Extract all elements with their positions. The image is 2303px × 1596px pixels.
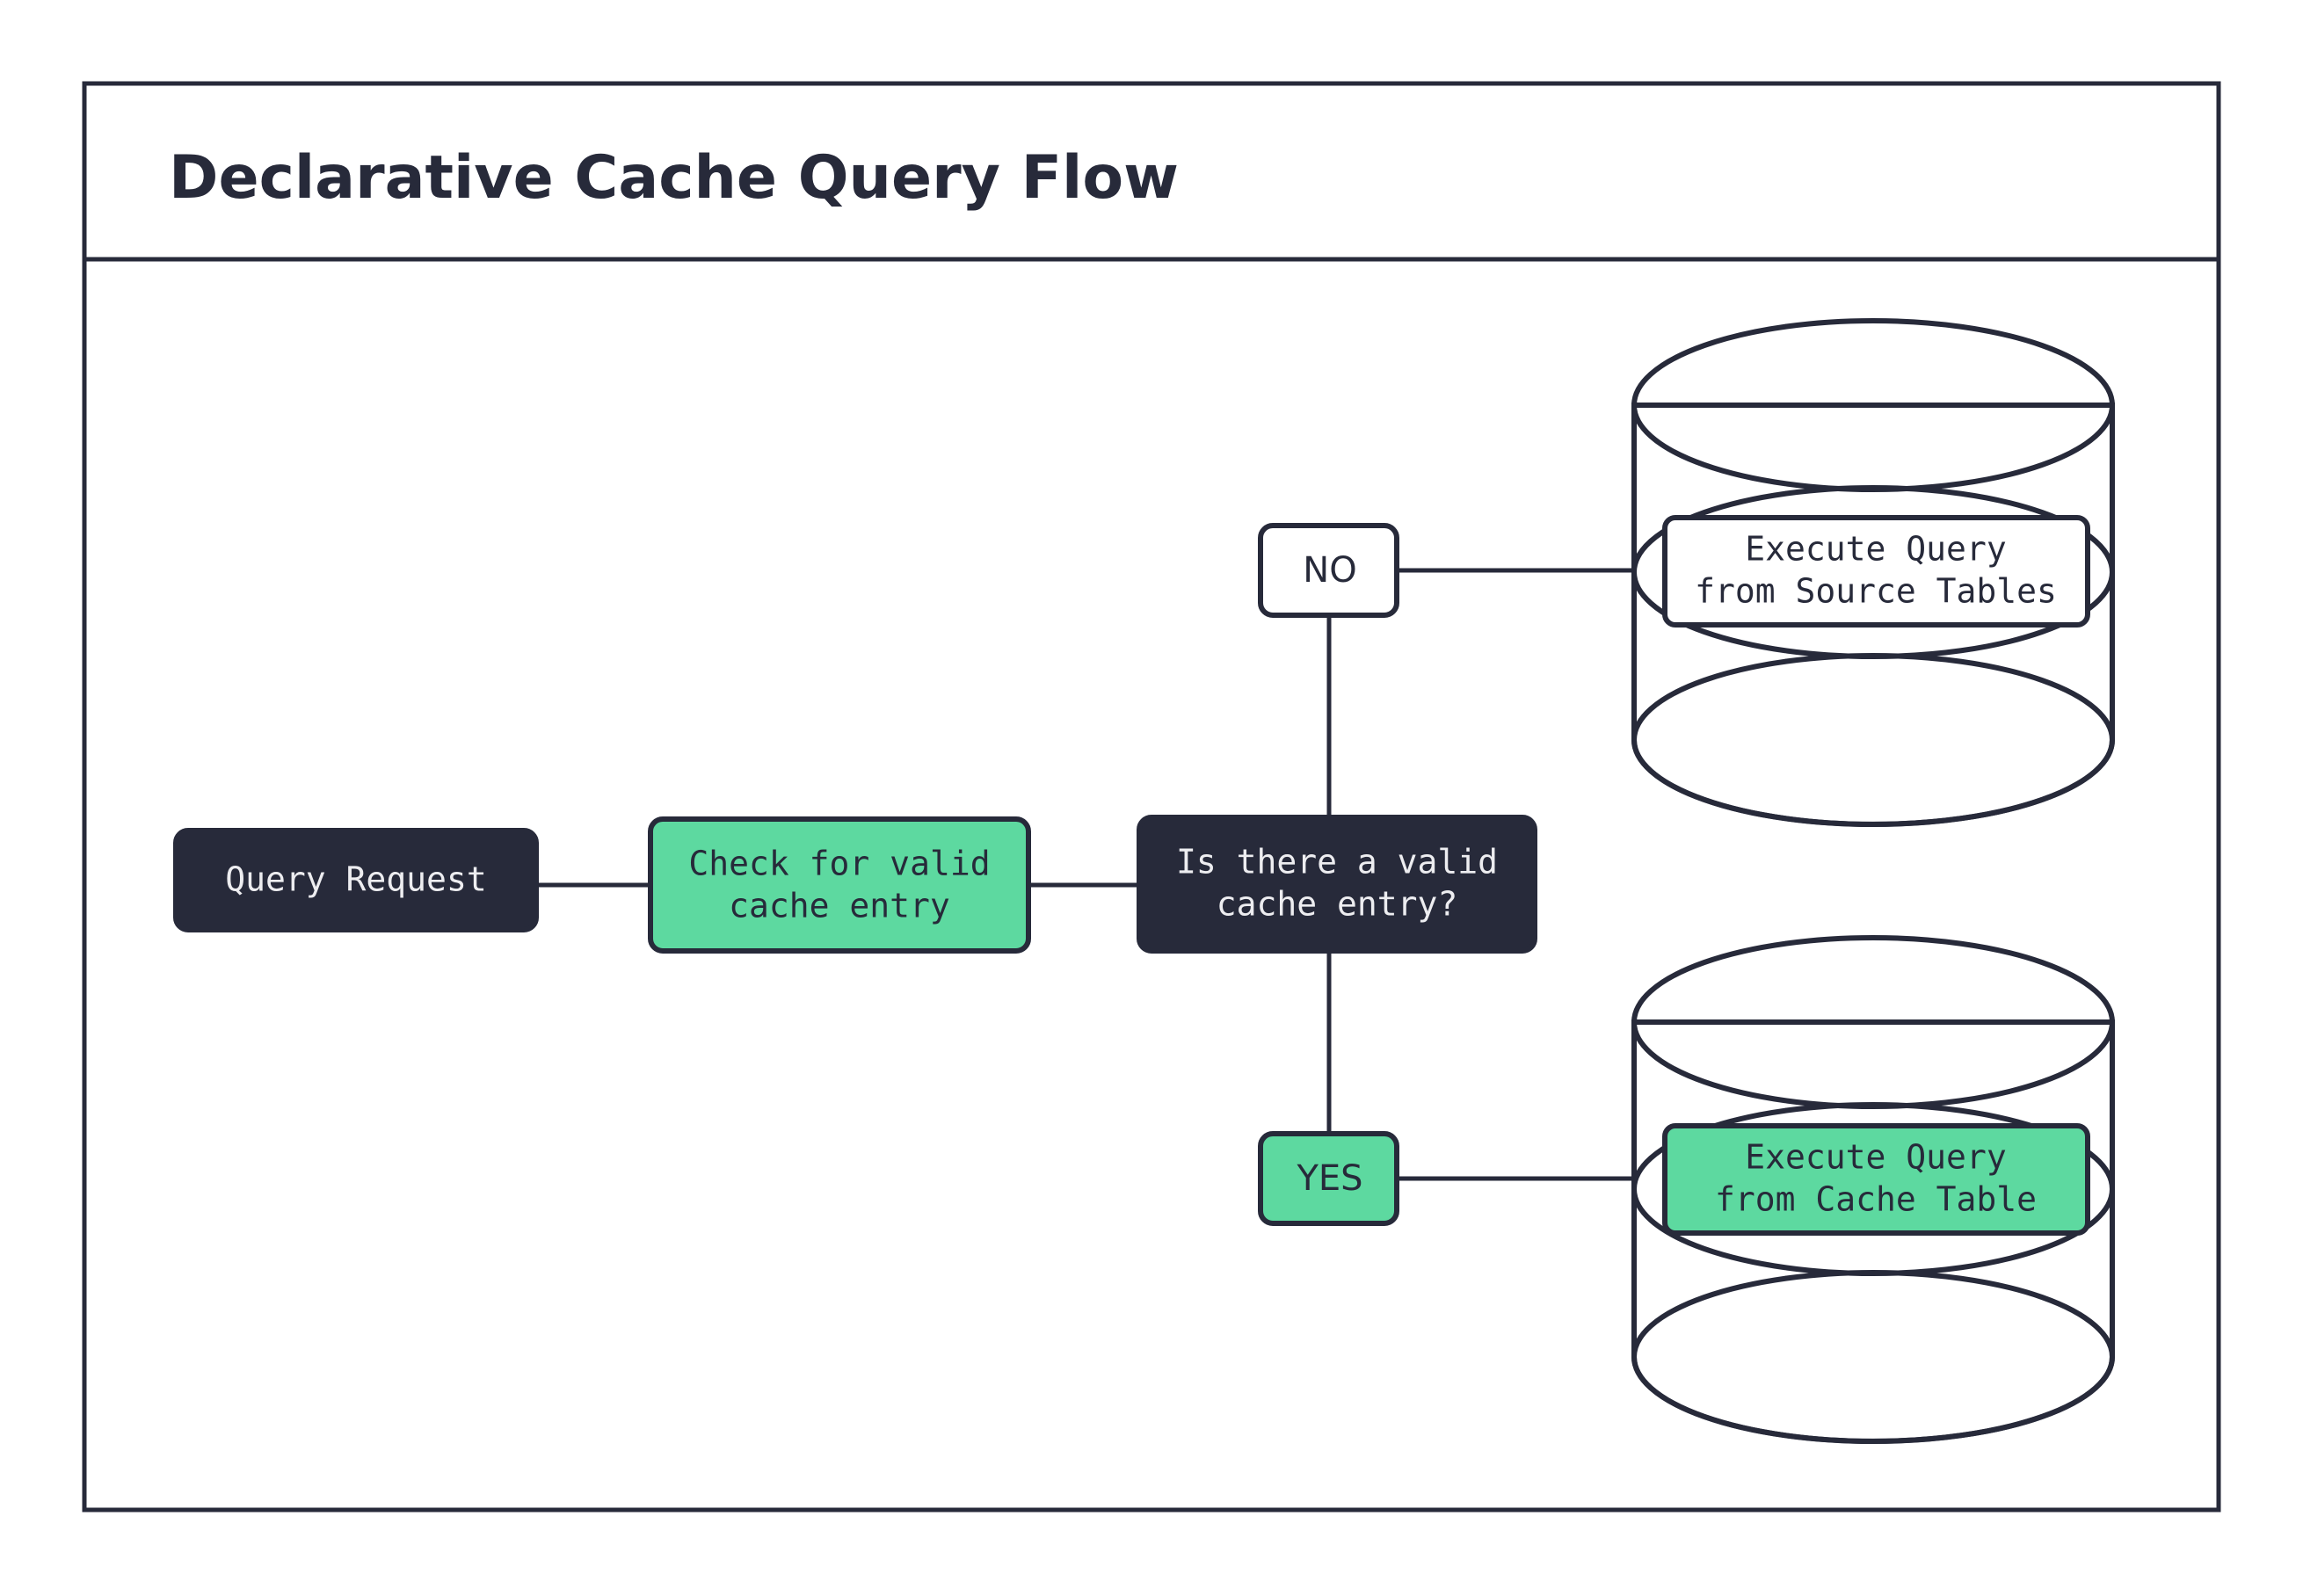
node-source-tables-line2: from Source Tables: [1695, 572, 2057, 611]
branch-label-yes[interactable]: YES: [1258, 1131, 1399, 1226]
node-cache-table[interactable]: Execute Query from Cache Table: [1662, 1123, 2090, 1236]
node-query-request-label: Query Request: [225, 860, 486, 899]
node-decision-valid-cache[interactable]: Is there a valid cache entry?: [1137, 815, 1537, 954]
node-query-request[interactable]: Query Request: [173, 828, 539, 932]
node-decision-line1: Is there a valid: [1176, 843, 1498, 881]
page-title: Declarative Cache Query Flow: [169, 143, 1179, 213]
diagram-frame: [82, 81, 2221, 1513]
branch-label-no[interactable]: NO: [1258, 523, 1399, 618]
node-check-cache-line1: Check for valid: [688, 845, 990, 883]
node-decision-line2: cache entry?: [1217, 885, 1458, 924]
branch-label-no-text: NO: [1303, 550, 1356, 591]
branch-label-yes-text: YES: [1296, 1158, 1362, 1199]
node-source-tables-line1: Execute Query: [1745, 530, 2006, 569]
node-check-cache[interactable]: Check for valid cache entry: [648, 816, 1031, 954]
node-cache-table-line2: from Cache Table: [1715, 1180, 2037, 1219]
node-source-tables[interactable]: Execute Query from Source Tables: [1662, 515, 2090, 628]
node-cache-table-line1: Execute Query: [1745, 1138, 2006, 1177]
node-check-cache-line2: cache entry: [729, 887, 950, 925]
